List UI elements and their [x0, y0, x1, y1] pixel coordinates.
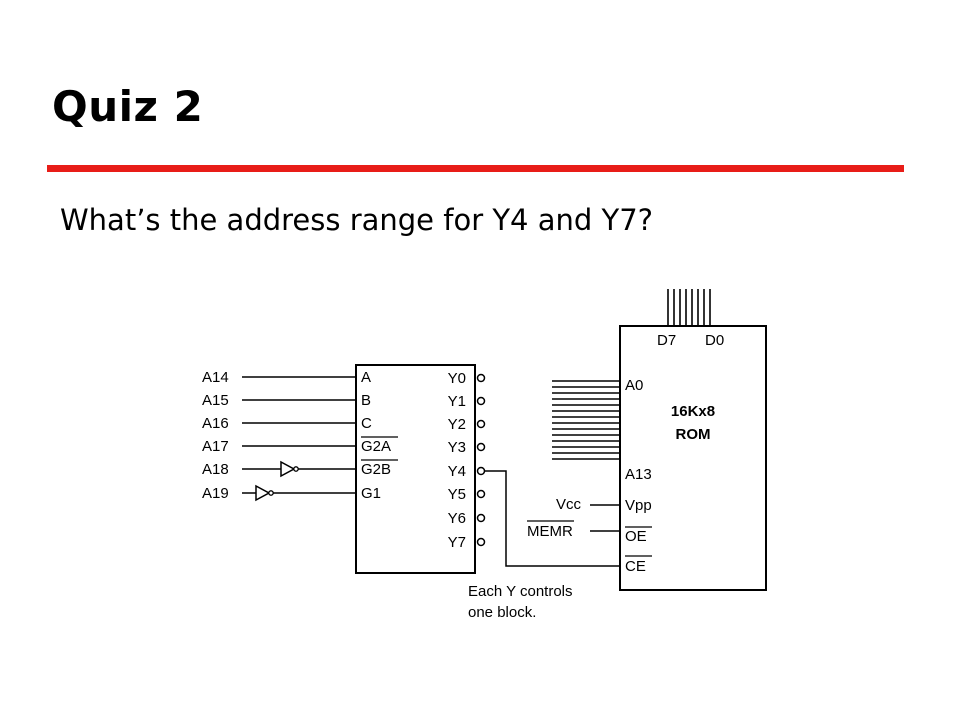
rom-label-ce: CE [625, 558, 646, 575]
memr-label: MEMR [527, 523, 573, 540]
y4-to-ce-wire [484, 470, 620, 567]
inverter-a18 [280, 460, 299, 478]
input-label-a19: A19 [202, 485, 229, 502]
rom-name-line-2: ROM [676, 426, 711, 443]
input-wires [242, 376, 356, 494]
quiz-question: What’s the address range for Y4 and Y7? [60, 203, 654, 237]
rom-label-d0: D0 [705, 332, 724, 349]
output-label-y7: Y7 [448, 534, 466, 551]
rom-label-vpp: Vpp [625, 497, 652, 514]
pin-label-g1: G1 [361, 485, 381, 502]
rom-label-d7: D7 [657, 332, 676, 349]
input-label-a16: A16 [202, 415, 229, 432]
input-label-a14: A14 [202, 369, 229, 386]
active-low-output-bubbles [476, 373, 486, 547]
output-label-y5: Y5 [448, 486, 466, 503]
pin-label-g2a: G2A [361, 438, 391, 455]
output-label-y3: Y3 [448, 439, 466, 456]
vcc-label: Vcc [556, 496, 582, 513]
output-label-y2: Y2 [448, 416, 466, 433]
output-label-y6: Y6 [448, 510, 466, 527]
slide-title: Quiz 2 [52, 82, 204, 131]
input-label-a18: A18 [202, 461, 229, 478]
pin-label-a: A [361, 369, 371, 386]
output-label-y1: Y1 [448, 393, 466, 410]
rom-name-line-1: 16Kx8 [671, 403, 715, 420]
rom-label-oe: OE [625, 528, 647, 545]
pin-label-b: B [361, 392, 371, 409]
input-label-a17: A17 [202, 438, 229, 455]
inverter-a19 [255, 484, 274, 502]
note-line-2: one block. [468, 604, 536, 621]
pin-label-g2b: G2B [361, 461, 391, 478]
data-bus-lines [667, 289, 711, 326]
note-line-1: Each Y controls [468, 583, 573, 600]
rom-label-a13: A13 [625, 466, 652, 483]
rom-block [619, 325, 767, 591]
output-label-y4: Y4 [448, 463, 466, 480]
output-label-y0: Y0 [448, 370, 466, 387]
address-bus-lines [552, 380, 620, 460]
pin-label-c: C [361, 415, 372, 432]
title-divider [47, 165, 904, 172]
input-label-a15: A15 [202, 392, 229, 409]
rom-label-a0: A0 [625, 377, 643, 394]
